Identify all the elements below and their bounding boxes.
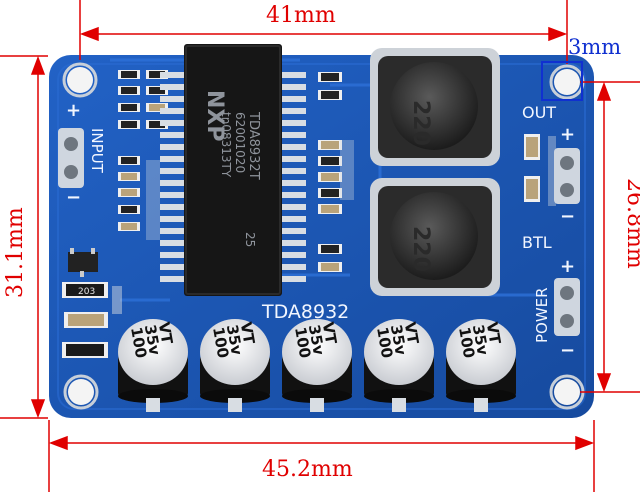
- btl-label: BTL: [522, 233, 552, 252]
- input-plus: +: [66, 100, 81, 121]
- input-label: INPUT: [88, 128, 106, 174]
- svg-text:35v: 35v: [387, 323, 410, 357]
- svg-text:35v: 35v: [305, 323, 328, 357]
- svg-text:100: 100: [373, 326, 396, 360]
- capacitor-1: [118, 319, 188, 412]
- inductor-top-value: 220: [408, 100, 433, 146]
- smd-components-right: [524, 134, 556, 206]
- svg-text:VT: VT: [237, 321, 259, 346]
- dim-right-height: 26.8mm: [622, 178, 640, 269]
- ic-code-2: tn08313TY: [219, 112, 233, 178]
- inductor-bottom: [370, 178, 500, 296]
- dim-left-height: 31.1mm: [3, 207, 28, 298]
- capacitor-5: [446, 319, 516, 412]
- smd-components-lower-left: [62, 248, 122, 358]
- power-terminal: [554, 278, 580, 336]
- svg-text:VT: VT: [155, 321, 177, 346]
- svg-text:VT: VT: [319, 321, 341, 346]
- board-label: TDA8932: [261, 301, 349, 323]
- capacitor-3-label: 100 35v VT: [291, 321, 341, 360]
- capacitor-3: [282, 319, 352, 412]
- svg-text:35v: 35v: [223, 323, 246, 357]
- ic-number: 25: [243, 232, 257, 247]
- power-minus: −: [560, 340, 575, 361]
- ic-part-number: TDA8932T: [246, 111, 261, 180]
- capacitor-4: [364, 319, 434, 412]
- svg-text:35v: 35v: [141, 323, 164, 357]
- svg-text:VT: VT: [401, 321, 423, 346]
- svg-text:VT: VT: [483, 321, 505, 346]
- ic-body: [184, 44, 282, 296]
- out-minus: −: [560, 206, 575, 227]
- output-terminal: [554, 148, 580, 204]
- svg-text:100: 100: [455, 326, 478, 360]
- out-plus: +: [560, 124, 575, 145]
- power-label: POWER: [533, 287, 551, 343]
- capacitor-2: [200, 319, 270, 412]
- hole-margin-box: [541, 61, 583, 101]
- power-plus: +: [560, 256, 575, 277]
- mounting-holes: [62, 62, 585, 410]
- input-terminal: [58, 128, 84, 188]
- smd-components-middle: [318, 72, 354, 272]
- capacitor-1-label: 100 35v VT: [127, 321, 177, 360]
- resistor-code: 203: [78, 287, 95, 297]
- svg-text:100: 100: [209, 326, 232, 360]
- out-label: OUT: [522, 103, 556, 122]
- inductor-bottom-value: 220: [408, 226, 433, 272]
- svg-text:100: 100: [127, 326, 150, 360]
- ic-logo: NXP: [202, 90, 227, 142]
- dim-bottom-width: 45.2mm: [262, 457, 353, 482]
- ic-pins: [160, 72, 306, 282]
- capacitor-4-label: 100 35v VT: [373, 321, 423, 360]
- smd-components-left: [118, 70, 168, 240]
- dim-hole-margin: 3mm: [568, 35, 621, 59]
- inductor-top: [370, 48, 500, 166]
- capacitor-5-label: 100 35v VT: [455, 321, 505, 360]
- ic-code-1: 62001020: [233, 112, 247, 173]
- svg-text:35v: 35v: [469, 323, 492, 357]
- svg-text:100: 100: [291, 326, 314, 360]
- dim-top-width: 41mm: [266, 3, 336, 28]
- input-minus: −: [66, 187, 81, 208]
- capacitor-2-label: 100 35v VT: [209, 321, 259, 360]
